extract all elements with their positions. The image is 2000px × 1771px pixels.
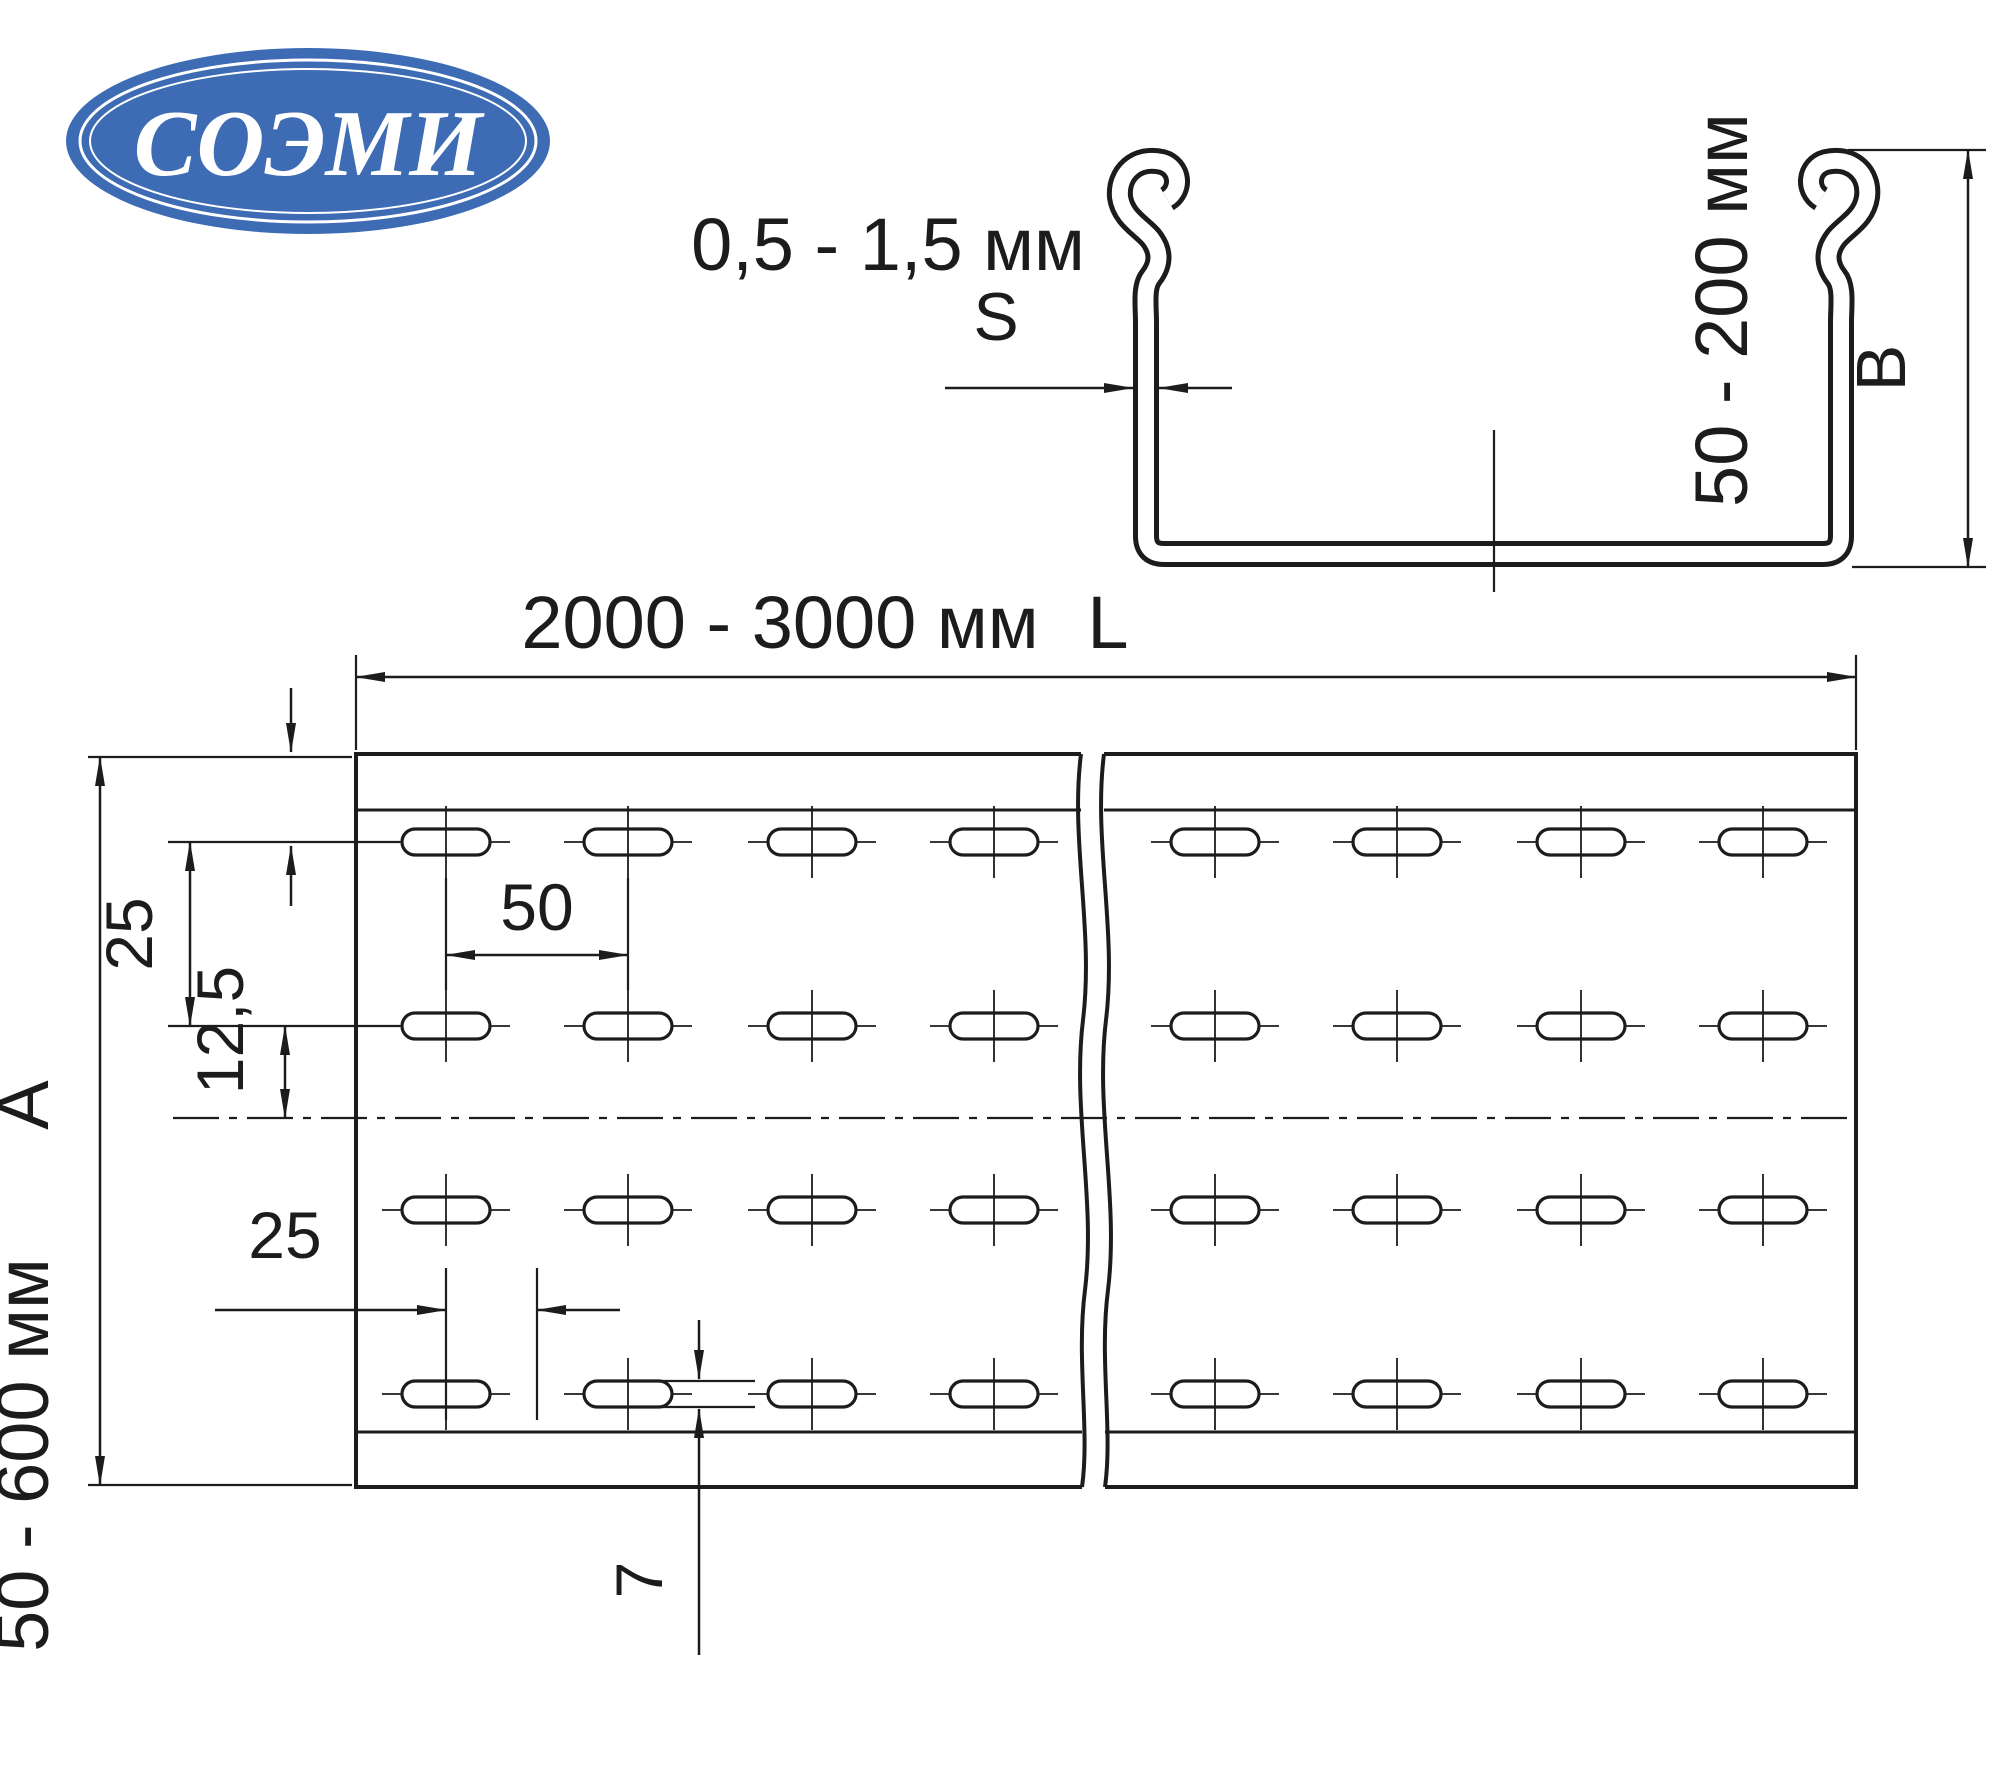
slot-half-pitch-label: 25 [248, 1198, 321, 1272]
slot [564, 806, 692, 878]
slot [564, 1358, 692, 1430]
slot [1333, 806, 1461, 878]
slot [1517, 1358, 1645, 1430]
thickness-symbol-label: S [973, 279, 1018, 355]
tray-right-piece-border [1104, 752, 1858, 1489]
slot [1151, 1174, 1279, 1246]
slot [930, 806, 1058, 878]
slot [748, 1358, 876, 1430]
slot [382, 1174, 510, 1246]
logo: СОЭМИ [66, 48, 550, 234]
slot [748, 990, 876, 1062]
thickness-value-label: 0,5 - 1,5 мм [691, 203, 1085, 286]
slot [1333, 990, 1461, 1062]
profile-view: 0,5 - 1,5 мм S 50 - 200 мм B [691, 113, 1986, 592]
slot [564, 990, 692, 1062]
slot-pitch-label: 50 [500, 870, 573, 944]
plan-view: 2000 - 3000 мм L 50 - 600 мм А 25 12,5 5… [0, 581, 1858, 1655]
row-spacing-label: 25 [92, 897, 166, 970]
logo-ring-outer [78, 58, 538, 224]
tray-right-piece-break-edge [1099, 753, 1113, 1488]
slot [1699, 1358, 1827, 1430]
height-value-label: 50 - 200 мм [1680, 113, 1763, 507]
width-value-label: 50 - 600 мм [0, 1258, 64, 1652]
logo-text: СОЭМИ [134, 92, 485, 196]
slot [1699, 806, 1827, 878]
slot [382, 990, 510, 1062]
slot [748, 1174, 876, 1246]
slot [1517, 1174, 1645, 1246]
slot [1517, 990, 1645, 1062]
slot [930, 990, 1058, 1062]
slot [748, 806, 876, 878]
tray-left-piece-break-edge [1076, 753, 1090, 1488]
length-symbol-label: L [1087, 581, 1128, 664]
slot [930, 1358, 1058, 1430]
slot [382, 806, 510, 878]
row-to-center-label: 12,5 [183, 966, 257, 1094]
slot [1151, 1358, 1279, 1430]
slot [1151, 806, 1279, 878]
slot [1333, 1174, 1461, 1246]
slot [1151, 990, 1279, 1062]
slot [564, 1174, 692, 1246]
slot-width-label: 7 [602, 1562, 676, 1599]
slot [930, 1174, 1058, 1246]
slot [1333, 1358, 1461, 1430]
width-symbol-label: А [0, 1080, 64, 1130]
slot [1699, 990, 1827, 1062]
logo-ellipse [66, 48, 550, 234]
height-symbol-label: B [1842, 345, 1920, 392]
tray-left-piece-border [354, 752, 1082, 1489]
perforation-slots [382, 806, 1827, 1430]
logo-ring-inner [89, 68, 527, 214]
length-value-label: 2000 - 3000 мм [521, 581, 1038, 664]
slot [1699, 1174, 1827, 1246]
slot [1517, 806, 1645, 878]
